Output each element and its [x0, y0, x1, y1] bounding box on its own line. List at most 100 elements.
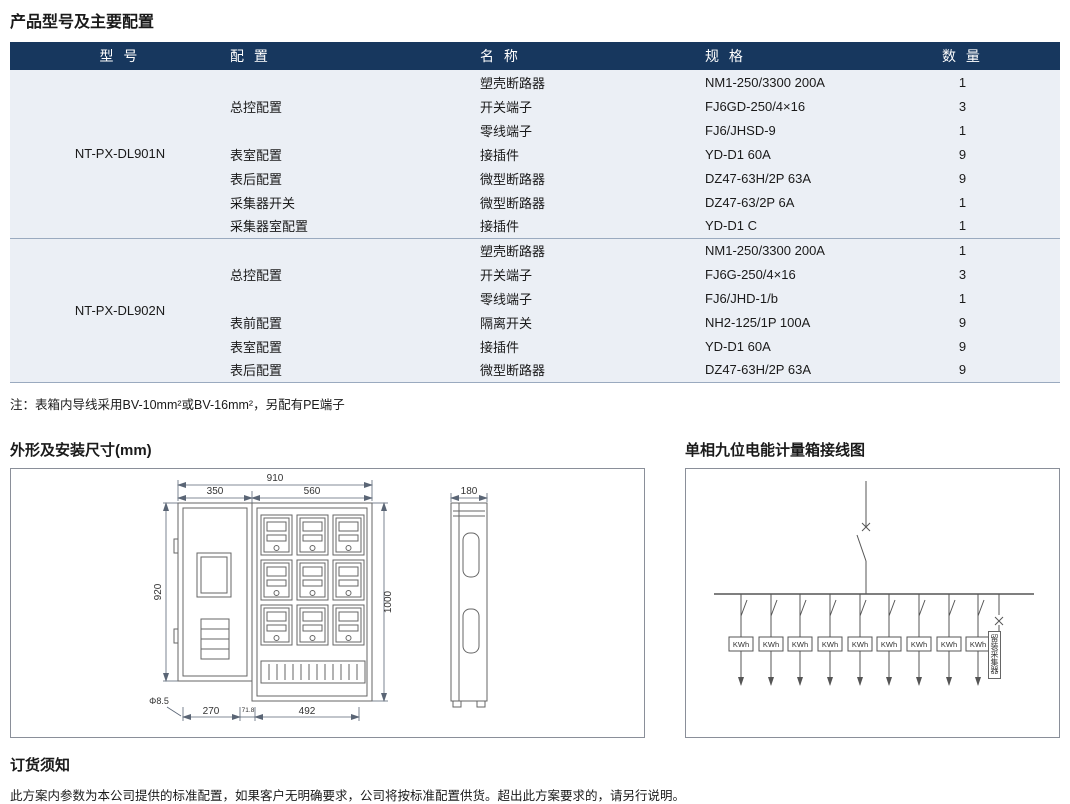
table-row: 表后配置 微型断路器 DZ47-63H/2P 63A 9 [10, 358, 1060, 382]
spec-cell: DZ47-63H/2P 63A [705, 362, 811, 378]
qty-cell: 1 [958, 122, 967, 138]
config-cell: 表室配置 [230, 147, 283, 163]
model-group-902n: NT-PX-DL902N 总控配置 塑壳断路器 NM1-250/3300 200… [10, 238, 1060, 382]
qty-cell: 9 [958, 146, 967, 162]
header-qty: 数 量 [865, 42, 1060, 70]
dim-bottom-2: 71.8 [242, 707, 255, 714]
qty-cell: 1 [958, 194, 967, 210]
name-cell: 塑壳断路器 [480, 243, 546, 259]
qty-cell: 3 [958, 98, 967, 114]
collector-box-label: 留装采集器 [988, 630, 1001, 679]
dimensions-drawing-frame: 910 350 560 180 920 1000 270 71.8 492 Φ8… [10, 467, 645, 738]
config-cell: 总控配置 [230, 99, 283, 115]
dim-side-width: 180 [461, 486, 478, 497]
model-cell: NT-PX-DL901N [74, 146, 166, 162]
spec-cell: DZ47-63H/2P 63A [705, 170, 811, 186]
meter-box-dimension-drawing: 910 350 560 180 920 1000 270 71.8 492 Φ8… [149, 473, 488, 721]
config-cell: 表室配置 [230, 339, 283, 355]
table-row: 开关端子 FJ6G-250/4×16 3 [10, 262, 1060, 286]
table-row: 零线端子 FJ6/JHSD-9 1 [10, 118, 1060, 142]
dim-bottom-3: 492 [299, 706, 316, 717]
table-row: 零线端子 FJ6/JHD-1/b 1 [10, 286, 1060, 310]
qty-cell: 9 [958, 170, 967, 186]
dimensions-section: 外形及安装尺寸(mm) [10, 439, 645, 738]
qty-cell: 1 [958, 242, 967, 258]
wiring-section: 单相九位电能计量箱接线图 KWh [685, 439, 1060, 738]
model-group-901n: NT-PX-DL901N 总控配置 塑壳断路器 NM1-250/3300 200… [10, 70, 1060, 238]
name-cell: 接插件 [480, 339, 520, 355]
table-row: 表室配置 接插件 YD-D1 60A 9 [10, 334, 1060, 358]
name-cell: 零线端子 [480, 123, 533, 139]
table-row: 采集器室配置 接插件 YD-D1 C 1 [10, 214, 1060, 238]
name-cell: 零线端子 [480, 291, 533, 307]
config-cell: 表前配置 [230, 315, 283, 331]
name-cell: 微型断路器 [480, 195, 546, 211]
ordering-notice-text: 此方案内参数为本公司提供的标准配置，如果客户无明确要求，公司将按标准配置供货。超… [10, 788, 686, 803]
meter-branches [729, 594, 990, 685]
front-view-cabinet [251, 502, 373, 701]
spec-cell: YD-D1 C [705, 218, 758, 234]
header-config: 配 置 [230, 42, 480, 70]
table-row: NT-PX-DL901N 总控配置 塑壳断路器 NM1-250/3300 200… [10, 70, 1060, 162]
dim-bottom-1: 270 [203, 706, 220, 717]
qty-cell: 9 [958, 362, 967, 378]
qty-cell: 9 [958, 314, 967, 330]
dim-door-height: 920 [153, 583, 164, 600]
table-row: 采集器开关 微型断路器 DZ47-63/2P 6A 1 [10, 190, 1060, 214]
spec-cell: FJ6/JHSD-9 [705, 122, 776, 138]
wiring-diagram-frame: KWh [685, 467, 1060, 738]
header-spec: 规 格 [705, 42, 865, 70]
config-cell: 表后配置 [230, 363, 283, 379]
ordering-notice: 订货须知 此方案内参数为本公司提供的标准配置，如果客户无明确要求，公司将按标准配… [10, 754, 1060, 804]
model-cell: NT-PX-DL902N [74, 302, 166, 318]
name-cell: 隔离开关 [480, 315, 533, 331]
side-view [450, 502, 488, 707]
dim-door-width: 350 [207, 486, 224, 497]
name-cell: 微型断路器 [480, 363, 546, 379]
table-header-row: 型 号 配 置 名 称 规 格 数 量 [10, 42, 1060, 70]
spec-cell: DZ47-63/2P 6A [705, 194, 795, 210]
config-cell: 采集器室配置 [230, 219, 309, 235]
dim-box-height: 1000 [383, 590, 394, 613]
ordering-notice-title: 订货须知 [10, 756, 71, 774]
name-cell: 接插件 [480, 219, 520, 235]
collector-branch [994, 593, 1004, 631]
dim-overall-width: 910 [267, 473, 284, 484]
incoming-line [856, 480, 871, 594]
front-view-door [173, 502, 253, 681]
dimensions-section-title: 外形及安装尺寸(mm) [10, 441, 152, 459]
spec-cell: YD-D1 60A [705, 146, 771, 162]
name-cell: 接插件 [480, 147, 520, 163]
config-cell: 采集器开关 [230, 195, 296, 211]
config-cell: 表后配置 [230, 171, 283, 187]
spec-cell: NM1-250/3300 200A [705, 74, 825, 90]
qty-cell: 3 [958, 266, 967, 282]
header-model: 型 号 [10, 42, 230, 70]
single-phase-wiring-diagram: KWh [714, 480, 1034, 737]
table-footnote: 注：表箱内导线采用BV-10mm²或BV-16mm²，另配有PE端子 [10, 397, 345, 412]
name-cell: 开关端子 [480, 99, 533, 115]
dimension-lines [163, 479, 488, 721]
table-row: 表后配置 微型断路器 DZ47-63H/2P 63A 9 [10, 166, 1060, 190]
dim-box-width: 560 [304, 486, 321, 497]
name-cell: 开关端子 [480, 267, 533, 283]
table-row: NT-PX-DL902N 总控配置 塑壳断路器 NM1-250/3300 200… [10, 238, 1060, 318]
qty-cell: 9 [958, 338, 967, 354]
table-row: 开关端子 FJ6GD-250/4×16 3 [10, 94, 1060, 118]
qty-cell: 1 [958, 218, 967, 234]
qty-cell: 1 [958, 290, 967, 306]
spec-cell: FJ6GD-250/4×16 [705, 98, 806, 114]
name-cell: 微型断路器 [480, 171, 546, 187]
spec-cell: NM1-250/3300 200A [705, 242, 825, 258]
name-cell: 塑壳断路器 [480, 75, 546, 91]
spec-cell: FJ6G-250/4×16 [705, 266, 796, 282]
table-header: 型 号 配 置 名 称 规 格 数 量 [10, 42, 1060, 70]
spec-cell: NH2-125/1P 100A [705, 314, 811, 330]
lower-sections: 外形及安装尺寸(mm) [10, 439, 1060, 738]
dimension-labels: 910 350 560 180 920 1000 270 71.8 492 Φ8… [149, 473, 478, 717]
qty-cell: 1 [958, 74, 967, 90]
table-row: 表前配置 隔离开关 NH2-125/1P 100A 9 [10, 310, 1060, 334]
config-cell: 总控配置 [230, 267, 283, 283]
header-name: 名 称 [480, 42, 705, 70]
